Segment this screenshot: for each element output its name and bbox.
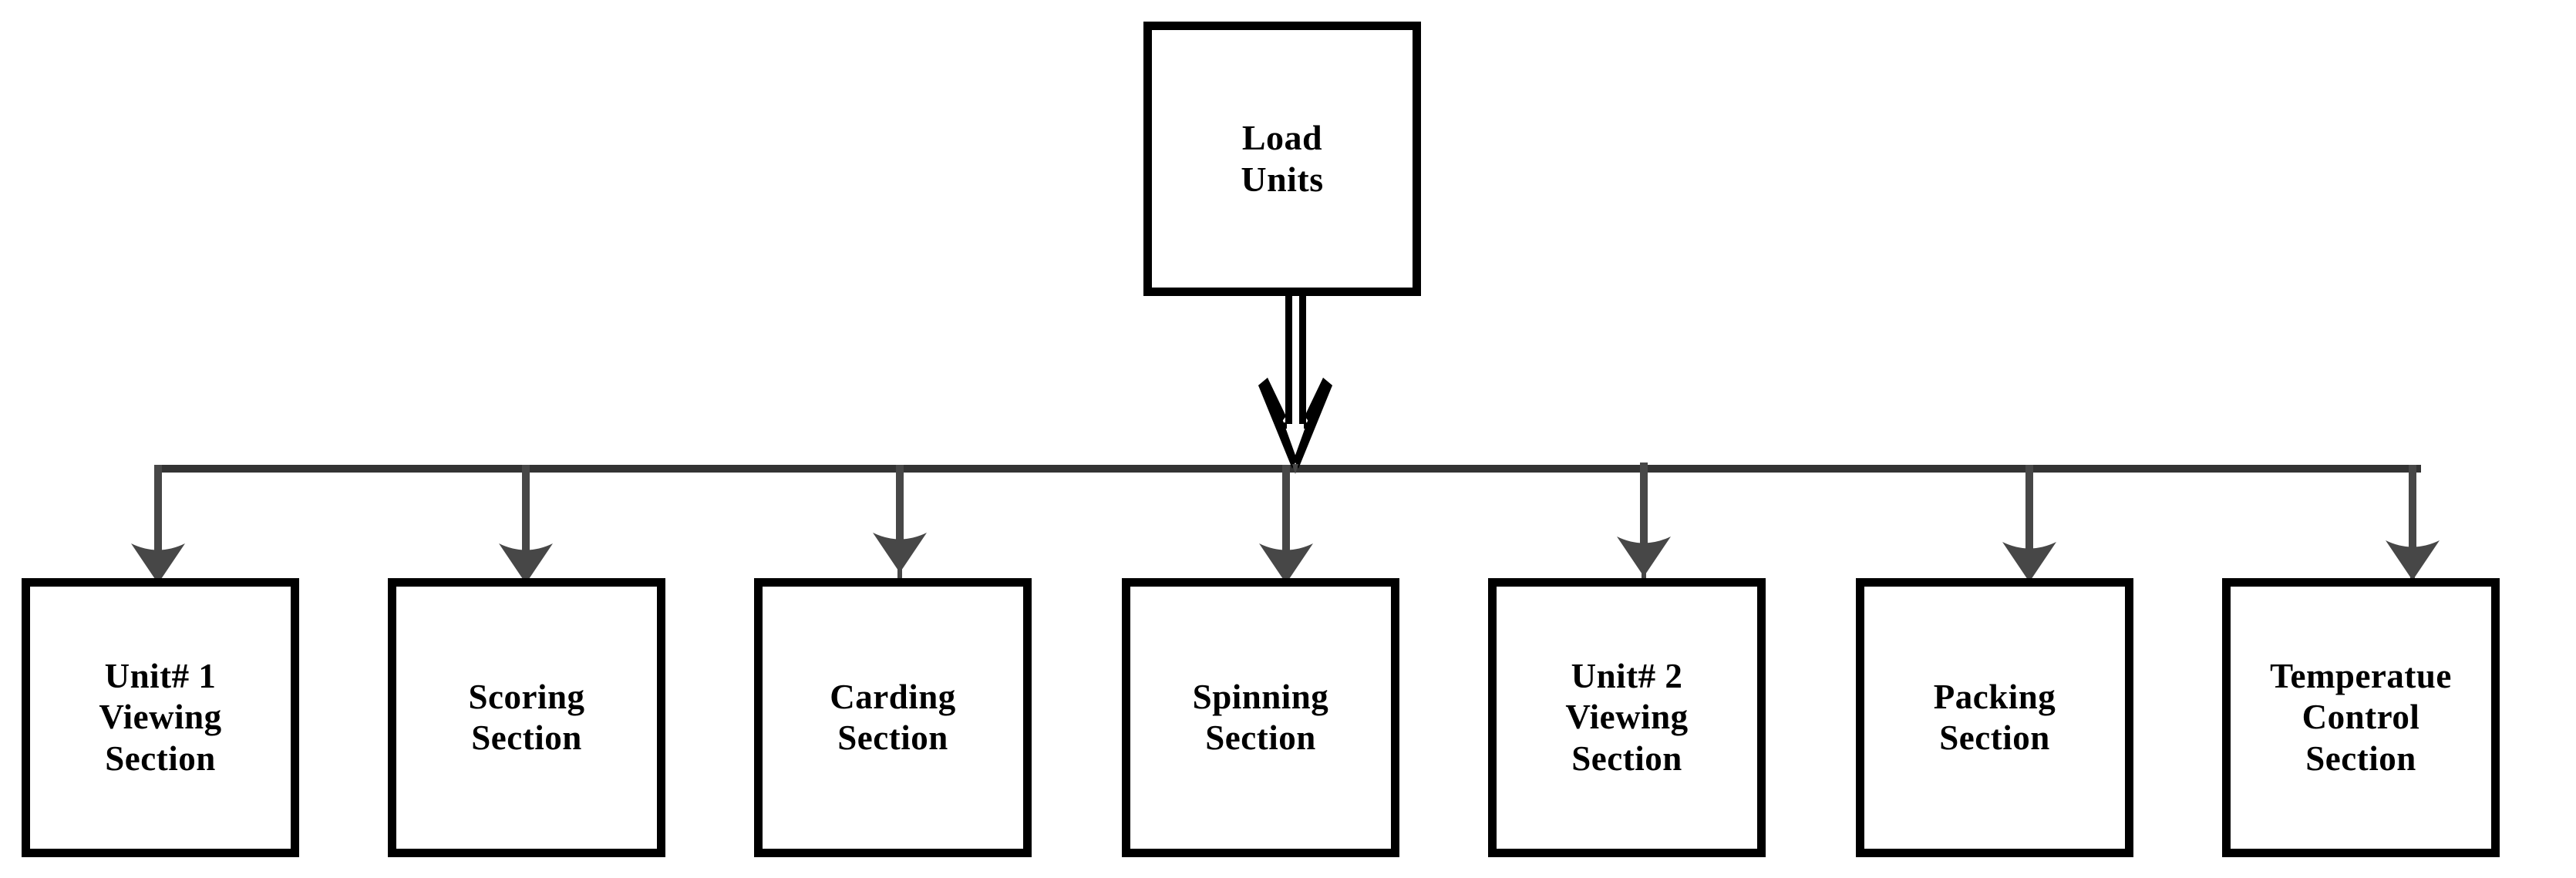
node-scoring-section-label: Scoring Section	[468, 677, 585, 757]
node-spinning-section[interactable]: Spinning Section	[1122, 578, 1399, 857]
connector-temperature-control-section	[2386, 465, 2440, 581]
node-scoring-section[interactable]: Scoring Section	[388, 578, 665, 857]
connector-scoring-section	[499, 465, 553, 584]
connector-unit-2-viewing-section	[1617, 463, 1671, 579]
connector-packing-section	[2002, 465, 2056, 582]
connector-spinning-section	[1259, 465, 1313, 584]
node-temperature-control-section-label: Temperatue Control Section	[2270, 657, 2452, 778]
connector-unit-1-viewing-section	[131, 465, 185, 584]
node-packing-section[interactable]: Packing Section	[1856, 578, 2133, 857]
node-load-units[interactable]: Load Units	[1143, 22, 1421, 296]
connector-carding-section	[873, 465, 927, 578]
node-unit-1-viewing-section[interactable]: Unit# 1 Viewing Section	[22, 578, 299, 857]
node-carding-section-label: Carding Section	[830, 677, 956, 757]
node-carding-section[interactable]: Carding Section	[754, 578, 1032, 857]
node-unit-2-viewing-section-label: Unit# 2 Viewing Section	[1565, 657, 1689, 778]
node-load-units-label: Load Units	[1241, 117, 1324, 199]
node-spinning-section-label: Spinning Section	[1192, 677, 1329, 757]
node-temperature-control-section[interactable]: Temperatue Control Section	[2222, 578, 2500, 857]
hollow-block-arrow-icon	[1258, 293, 1332, 474]
node-unit-2-viewing-section[interactable]: Unit# 2 Viewing Section	[1488, 578, 1766, 857]
node-unit-1-viewing-section-label: Unit# 1 Viewing Section	[99, 657, 222, 778]
node-packing-section-label: Packing Section	[1933, 677, 2056, 757]
